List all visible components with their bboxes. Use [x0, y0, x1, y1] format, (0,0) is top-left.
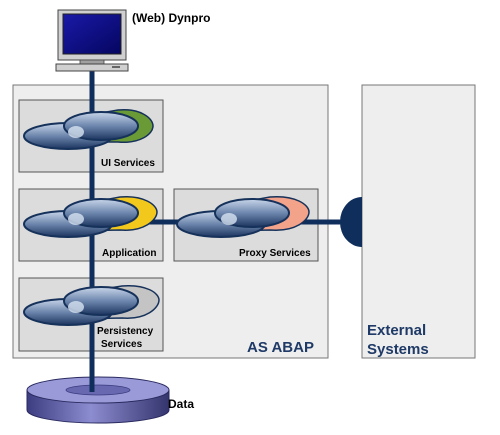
proxy-services-component-icon [176, 196, 310, 238]
external-systems-frame [361, 84, 476, 359]
database-icon [26, 376, 170, 424]
connector-icon [340, 197, 362, 247]
persistency-component-icon [23, 284, 160, 326]
application-label: Application [102, 248, 156, 259]
persistency-label-line1: Persistency [97, 326, 154, 337]
ui-services-component-icon [23, 109, 154, 150]
external-label-line2: Systems [367, 341, 429, 358]
as-abap-label: AS ABAP [247, 339, 314, 356]
application-component-icon [23, 196, 158, 238]
proxy-services-label: Proxy Services [239, 248, 311, 259]
monitor-icon [55, 9, 129, 72]
persistency-label-line2: Services [101, 339, 143, 350]
external-label-line1: External [367, 322, 426, 339]
dynpro-label: (Web) Dynpro [132, 11, 210, 25]
data-label: Data [168, 397, 194, 411]
ui-services-label: UI Services [101, 158, 155, 169]
